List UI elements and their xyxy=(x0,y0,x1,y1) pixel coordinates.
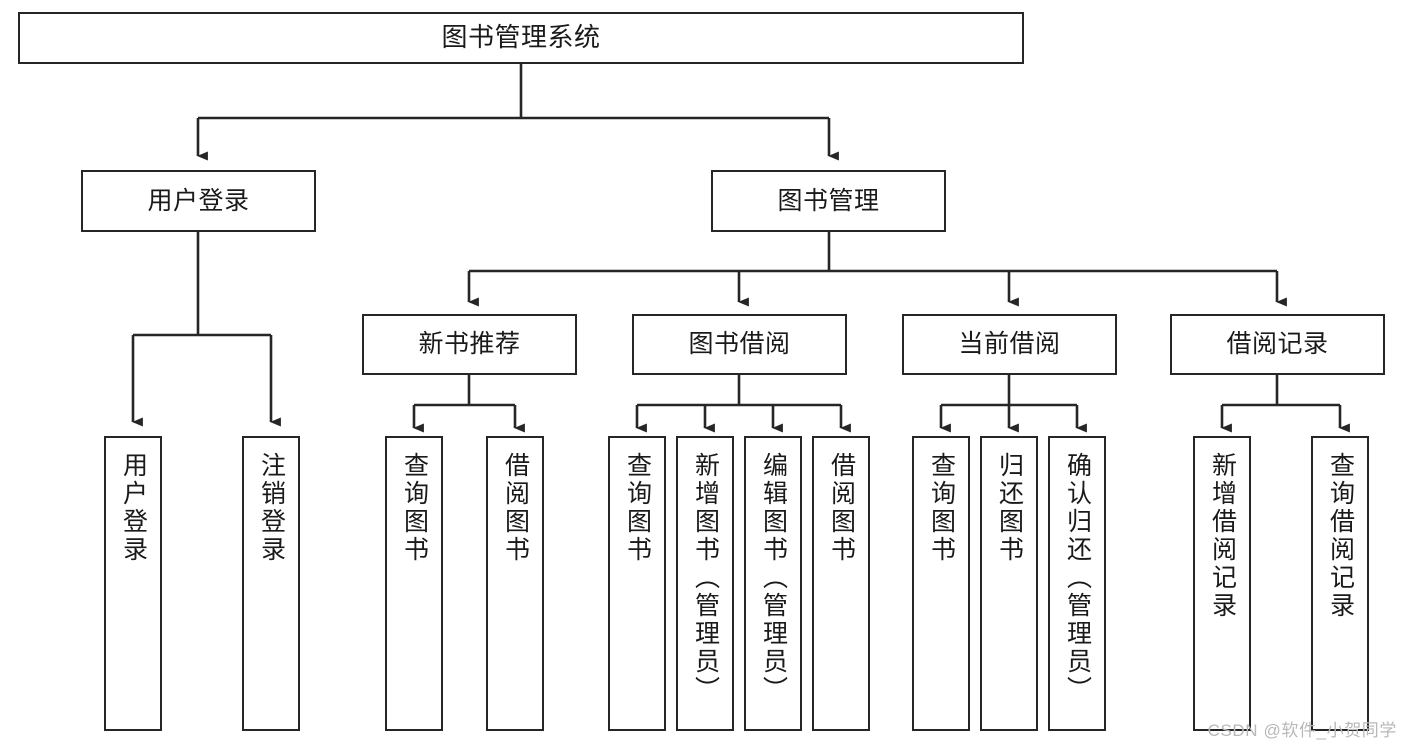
node-new-book-recommend-label: 新书推荐 xyxy=(418,330,521,359)
node-leaf-return-book[interactable]: 归还图书 xyxy=(980,436,1038,731)
node-leaf-borrow-book-1[interactable]: 借阅图书 xyxy=(486,436,544,731)
node-leaf-query-record[interactable]: 查询借阅记录 xyxy=(1311,436,1369,731)
node-leaf-confirm-return-label: 确认归还（管理员） xyxy=(1063,452,1092,704)
connector-group-root xyxy=(196,64,839,161)
node-book-management-label: 图书管理 xyxy=(777,186,880,215)
node-leaf-user-login-label: 用户登录 xyxy=(119,452,148,564)
node-leaf-add-book-label: 新增图书（管理员） xyxy=(691,452,720,704)
node-leaf-query-book-2[interactable]: 查询图书 xyxy=(608,436,666,731)
node-leaf-query-book-1[interactable]: 查询图书 xyxy=(385,436,443,731)
node-user-login[interactable]: 用户登录 xyxy=(81,170,316,232)
node-leaf-return-book-label: 归还图书 xyxy=(995,452,1024,564)
node-user-login-label: 用户登录 xyxy=(147,186,250,215)
node-root[interactable]: 图书管理系统 xyxy=(18,12,1024,64)
node-book-management[interactable]: 图书管理 xyxy=(711,170,946,232)
node-leaf-logout[interactable]: 注销登录 xyxy=(242,436,300,731)
node-leaf-edit-book[interactable]: 编辑图书（管理员） xyxy=(744,436,802,731)
node-leaf-logout-label: 注销登录 xyxy=(257,452,286,564)
node-leaf-edit-book-label: 编辑图书（管理员） xyxy=(759,452,788,704)
node-leaf-add-record-label: 新增借阅记录 xyxy=(1208,452,1237,620)
node-leaf-query-record-label: 查询借阅记录 xyxy=(1326,452,1355,620)
node-leaf-borrow-book-1-label: 借阅图书 xyxy=(501,452,530,564)
node-borrow-record[interactable]: 借阅记录 xyxy=(1170,314,1385,375)
node-book-borrow[interactable]: 图书借阅 xyxy=(632,314,847,375)
node-leaf-borrow-book-2[interactable]: 借阅图书 xyxy=(812,436,870,731)
node-book-borrow-label: 图书借阅 xyxy=(688,330,791,359)
connector-group-new-book-recommend xyxy=(412,375,525,433)
node-leaf-confirm-return[interactable]: 确认归还（管理员） xyxy=(1048,436,1106,731)
connector-group-user-login xyxy=(131,232,281,427)
node-leaf-query-book-2-label: 查询图书 xyxy=(623,452,652,564)
node-leaf-add-record[interactable]: 新增借阅记录 xyxy=(1193,436,1251,731)
node-current-borrow-label: 当前借阅 xyxy=(958,330,1061,359)
node-leaf-query-book-3[interactable]: 查询图书 xyxy=(912,436,970,731)
node-root-label: 图书管理系统 xyxy=(441,22,601,53)
node-borrow-record-label: 借阅记录 xyxy=(1226,330,1329,359)
node-leaf-user-login[interactable]: 用户登录 xyxy=(104,436,162,731)
connector-group-borrow-record xyxy=(1220,375,1350,433)
connector-group-book-management xyxy=(467,232,1287,307)
node-current-borrow[interactable]: 当前借阅 xyxy=(902,314,1117,375)
node-new-book-recommend[interactable]: 新书推荐 xyxy=(362,314,577,375)
connector-group-current-borrow xyxy=(939,375,1087,433)
node-leaf-query-book-3-label: 查询图书 xyxy=(927,452,956,564)
node-leaf-query-book-1-label: 查询图书 xyxy=(400,452,429,564)
connector-group-book-borrow xyxy=(635,375,851,433)
node-leaf-borrow-book-2-label: 借阅图书 xyxy=(827,452,856,564)
node-leaf-add-book[interactable]: 新增图书（管理员） xyxy=(676,436,734,731)
